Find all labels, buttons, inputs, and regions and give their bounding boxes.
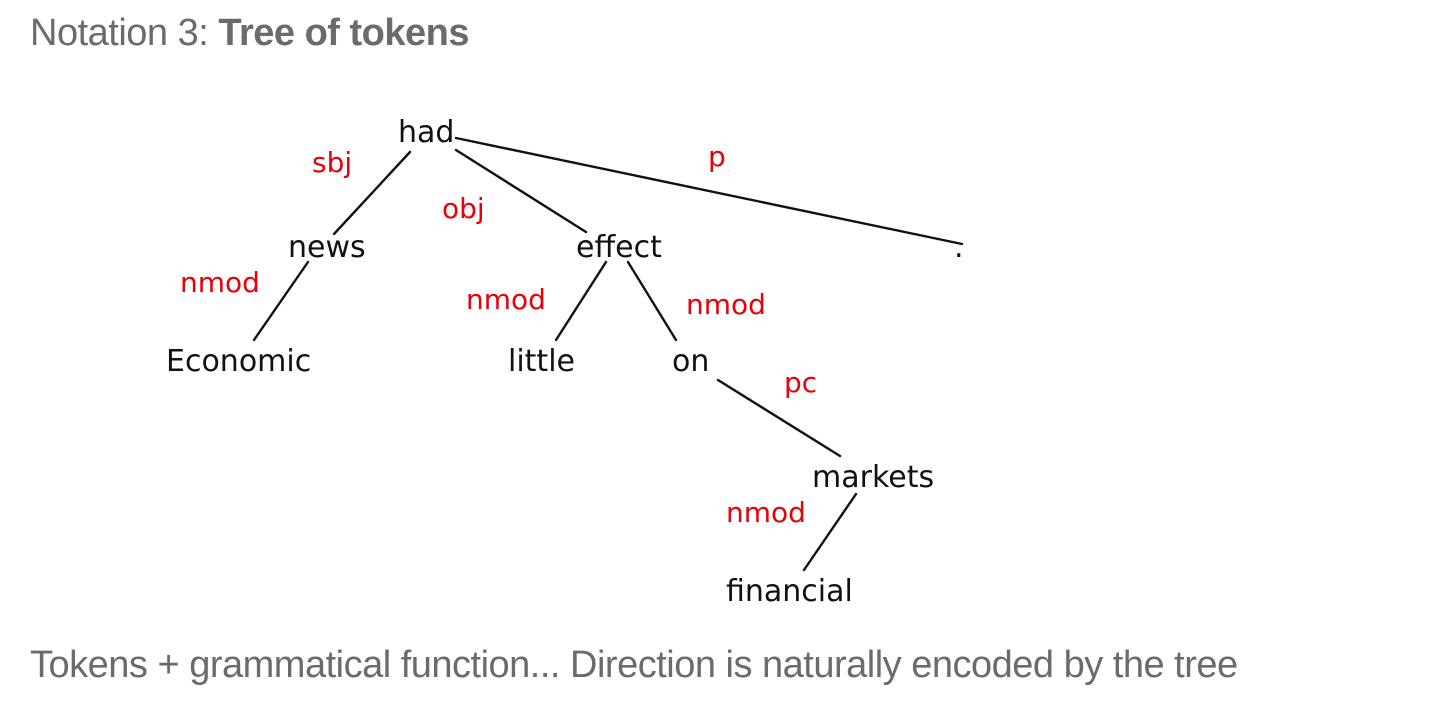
slide-caption: Tokens + grammatical function... Directi… <box>30 644 1238 686</box>
edge-markets-financial <box>802 492 858 572</box>
node-economic: Economic <box>166 344 311 379</box>
edge-effect-little <box>554 260 608 342</box>
node-little: little <box>508 344 575 379</box>
relation-news-economic: nmod <box>180 266 260 299</box>
edge-effect-on <box>626 260 678 342</box>
node-effect: effect <box>576 230 662 265</box>
edge-on-markets <box>716 378 842 458</box>
relation-on-markets: pc <box>784 366 817 399</box>
relation-had-effect: obj <box>442 192 485 225</box>
relation-effect-on: nmod <box>686 288 766 321</box>
edge-had-period <box>454 136 964 246</box>
node-had: had <box>398 115 454 150</box>
node-news: news <box>288 230 366 265</box>
node-on: on <box>672 344 709 379</box>
heading-title: Tree of tokens <box>218 12 469 54</box>
relation-markets-financial: nmod <box>726 496 806 529</box>
edge-news-economic <box>252 260 310 342</box>
node-financial: financial <box>726 574 853 609</box>
node-markets: markets <box>812 460 934 495</box>
edge-had-news <box>332 150 412 236</box>
node-period: . <box>954 230 964 265</box>
relation-effect-little: nmod <box>466 283 546 316</box>
heading-prefix: Notation 3: <box>30 12 219 54</box>
relation-had-news: sbj <box>312 146 352 179</box>
slide-heading: Notation 3: Tree of tokens <box>30 12 469 55</box>
edge-had-effect <box>454 148 588 234</box>
relation-had-period: p <box>708 140 726 173</box>
